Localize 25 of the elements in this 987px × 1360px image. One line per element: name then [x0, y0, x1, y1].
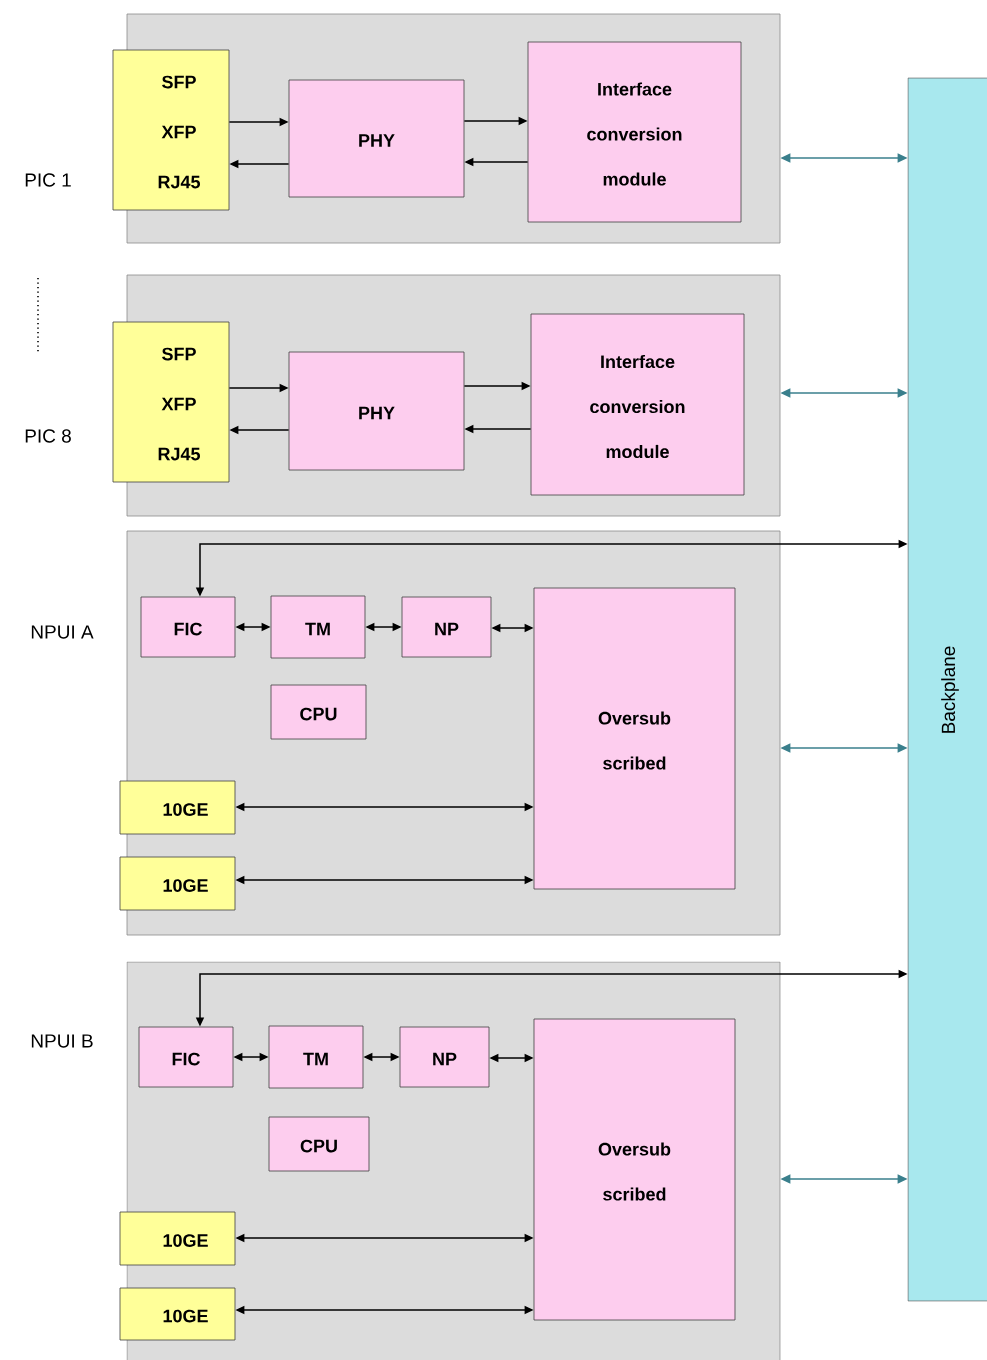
module-box: CPU	[268, 1116, 370, 1172]
module-box: PHY	[288, 79, 465, 198]
port-box: 10GE	[119, 1211, 236, 1266]
port-box: SFP XFP RJ45	[112, 49, 230, 211]
port-box: 10GE	[119, 856, 236, 911]
module-box: NP	[399, 1026, 490, 1088]
module-box: FIC	[140, 596, 236, 658]
group-label: NPUI A	[31, 625, 94, 639]
port-box: SFP XFP RJ45	[112, 321, 230, 483]
port-box: 10GE	[119, 780, 236, 835]
port-box: 10GE	[119, 1287, 236, 1341]
module-box: TM	[270, 595, 366, 659]
group-label: NPUI B	[31, 1034, 93, 1048]
group-label: PIC 8	[25, 429, 71, 443]
module-box: NP	[401, 596, 492, 658]
module-box: FIC	[138, 1026, 234, 1088]
module-box: CPU	[270, 684, 367, 740]
module-box: TM	[268, 1025, 364, 1089]
backplane-bar: Backplane	[907, 77, 987, 1302]
group-label: PIC 1	[25, 173, 71, 187]
module-box: Interface conversion module	[530, 313, 745, 496]
module-box: Oversub scribed	[533, 587, 736, 890]
module-box: Oversub scribed	[533, 1018, 736, 1321]
module-box: Interface conversion module	[527, 41, 742, 223]
module-box: PHY	[288, 351, 465, 471]
